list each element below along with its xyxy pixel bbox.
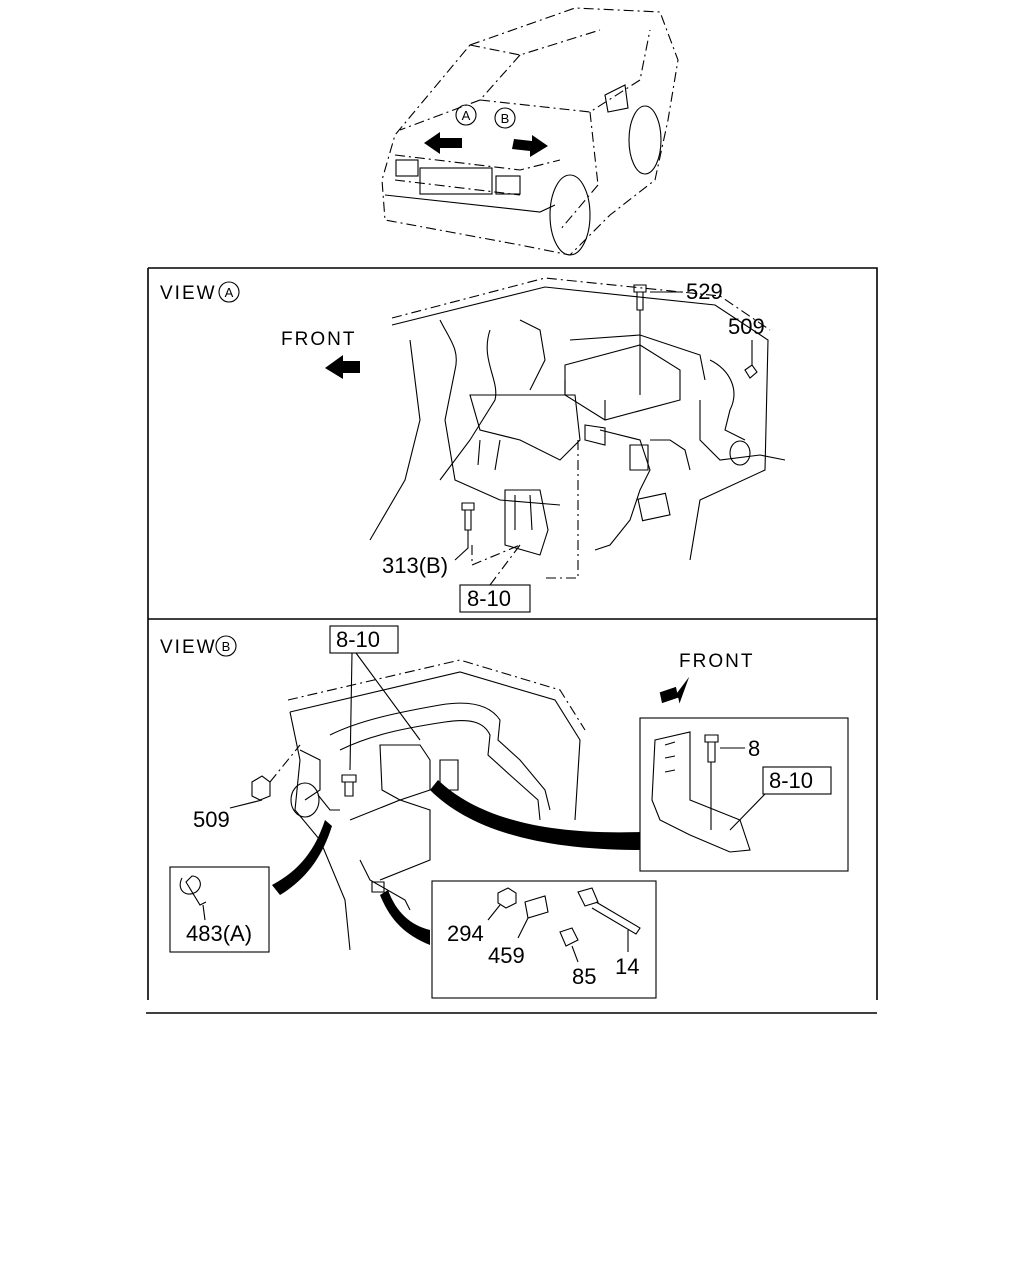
view-a-marker: A [462, 108, 471, 123]
leader-hardware [380, 890, 430, 945]
ref-box-8-10-inset [762, 766, 832, 795]
view-b-marker: B [501, 111, 510, 126]
callout-8: 8 [748, 736, 760, 761]
arrow-a-icon [424, 132, 462, 154]
vehicle-overview: A B [381, 7, 679, 256]
inset-clip [169, 866, 270, 953]
bracket-459-icon [524, 895, 549, 919]
front-arrow-b-icon [659, 676, 690, 704]
arrow-b-icon [512, 135, 548, 157]
view-a-title-marker: A [225, 285, 234, 300]
engine-bay-b [287, 659, 586, 951]
front-arrow-icon [325, 355, 360, 379]
inset-bracket [639, 717, 849, 872]
leader-inset [430, 780, 640, 850]
callout-8-10-a: 8-10 [467, 586, 511, 611]
view-a-panel: VIEW A FRONT [160, 277, 786, 613]
callout-8-10-inset: 8-10 [769, 768, 813, 793]
view-a-marker-circle [455, 104, 477, 126]
callout-509-a: 509 [728, 314, 765, 339]
ref-box-8-10-a [459, 584, 531, 613]
view-b-marker-circle [494, 107, 516, 129]
callout-509-b: 509 [193, 807, 230, 832]
grommet-85-icon [559, 927, 579, 947]
callout-313b: 313(B) [382, 553, 448, 578]
view-b-panel: VIEW B FRONT 8-10 509 [160, 625, 849, 999]
view-a-title-circle [218, 281, 240, 303]
callout-529: 529 [686, 279, 723, 304]
view-a-front-label: FRONT [281, 329, 356, 350]
view-b-title-circle [215, 635, 237, 657]
diagram-frame [146, 267, 878, 1014]
callout-459: 459 [488, 943, 525, 968]
callout-85: 85 [572, 964, 596, 989]
clip-509-icon [744, 364, 758, 379]
horn-icon [290, 782, 320, 818]
inset-hardware [431, 880, 657, 999]
ref-box-8-10-b-top [329, 625, 399, 654]
bolt-b-icon [341, 774, 357, 797]
tie-14-icon [577, 887, 641, 935]
leader-483a [272, 820, 332, 895]
callout-294: 294 [447, 921, 484, 946]
bolt-8-icon [704, 734, 719, 763]
callout-483a: 483(A) [186, 921, 252, 946]
view-b-title-marker: B [222, 639, 231, 654]
view-b-front-label: FRONT [679, 651, 754, 672]
view-a-title-prefix: VIEW [160, 283, 217, 304]
clip-483a-icon [179, 875, 207, 906]
view-b-title-prefix: VIEW [160, 637, 217, 658]
nut-509-icon [251, 775, 271, 801]
callout-14: 14 [615, 954, 639, 979]
engine-bay-a [369, 277, 786, 561]
bolt-313b-icon [461, 502, 475, 531]
nut-294-icon [497, 887, 517, 909]
callout-8-10-b-top: 8-10 [336, 627, 380, 652]
